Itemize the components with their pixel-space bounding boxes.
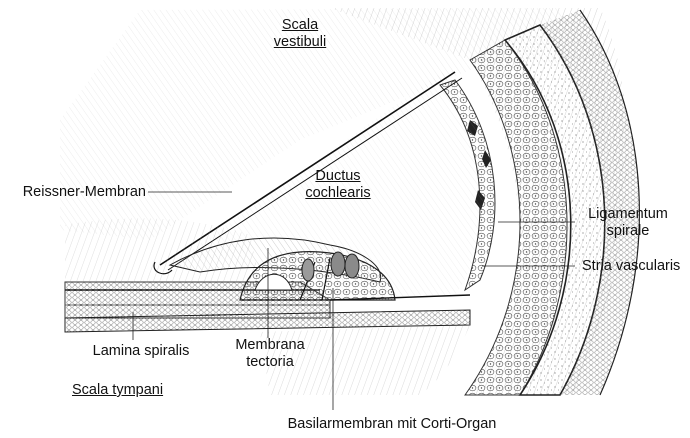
label-scala-vestibuli: Scala vestibuli [265,17,335,51]
label-ductus-cochlearis-line2: cochlearis [297,185,379,202]
label-membrana-tectoria: Membrana tectoria [232,337,308,371]
label-ligamentum-line2: spirale [578,223,678,240]
label-ductus-cochlearis: Ductus cochlearis [297,168,379,202]
label-membrana-tectoria-line2: tectoria [232,354,308,371]
label-scala-vestibuli-line1: Scala [265,17,335,34]
label-membrana-tectoria-line1: Membrana [232,337,308,354]
label-basilar-membrane: Basilarmembran mit Corti-Organ [262,416,522,433]
label-stria-vascularis: Stria vascularis [582,258,680,275]
label-lamina-spiralis: Lamina spiralis [85,343,197,360]
label-reissner-membrane: Reissner-Membran [3,184,146,201]
label-ligamentum-line1: Ligamentum [578,206,678,223]
label-scala-tympani: Scala tympani [72,382,163,399]
label-ductus-cochlearis-line1: Ductus [297,168,379,185]
label-scala-vestibuli-line2: vestibuli [265,34,335,51]
label-ligamentum-spirale: Ligamentum spirale [578,206,678,240]
